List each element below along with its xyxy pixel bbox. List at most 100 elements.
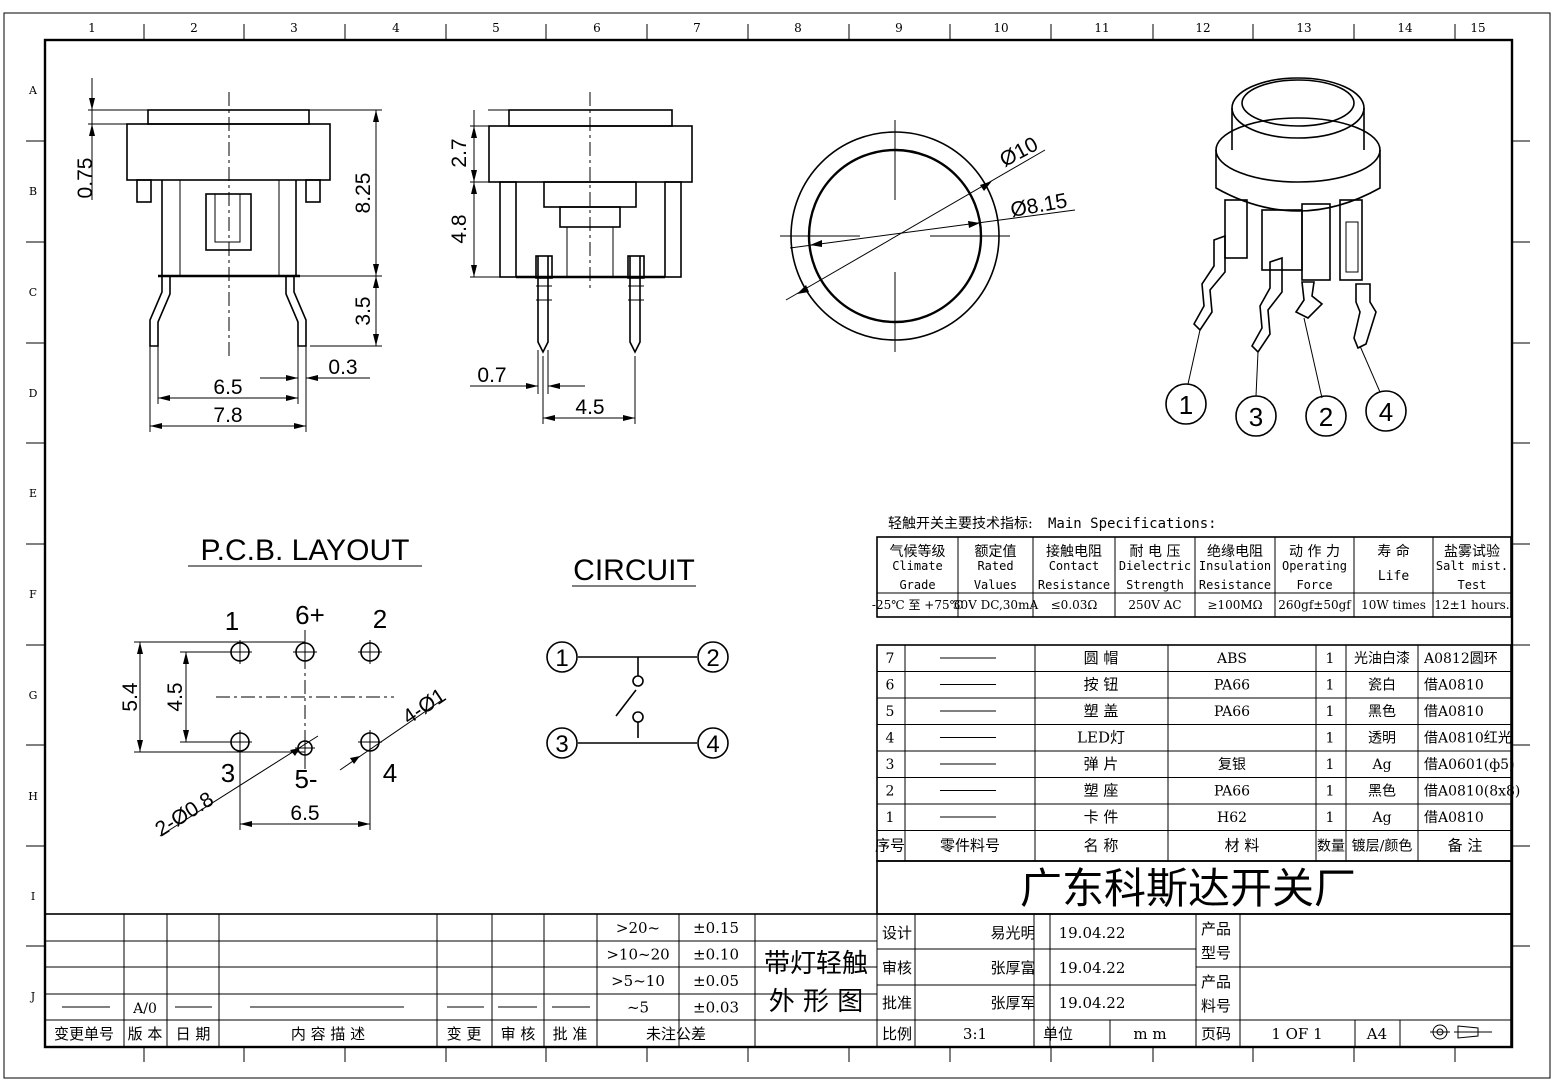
col-label-3: 3 [290,21,298,35]
tolerance-value: ±0.10 [693,946,739,964]
footer-version: 版 本 [128,1025,163,1043]
row-label-C: C [29,286,37,299]
spec-header-en2: Resistance [1038,578,1110,592]
dim-45-front: 4.5 [575,396,604,419]
pcb-pin-3: 3 [221,758,235,788]
col-label-11: 11 [1094,21,1109,35]
bom-qty: 1 [1326,810,1335,826]
tolerance-range: >5~10 [611,972,665,990]
tolerance-label: 未注公差 [646,1025,706,1043]
bom-header-name: 名 称 [1084,837,1119,855]
spec-header-cn: 耐 电 压 [1130,544,1181,560]
spec-header-cn: 接触电阻 [1046,543,1102,560]
dim-78: 7.8 [213,404,242,427]
bom-material: H62 [1217,810,1247,826]
circuit-pin-2: 2 [706,645,719,672]
title-block: >20~±0.15>10~20±0.10>5~10±0.05~5±0.03未注公… [44,913,1512,1048]
row-label-B: B [29,185,37,198]
dim-27: 2.7 [448,138,471,167]
row-label-H: H [28,790,38,803]
bom-no: 2 [886,784,895,800]
spec-header-cn: 气候等级 [890,543,946,560]
dim-dia815: Ø8.15 [1009,189,1069,222]
bom-header-qty: 数量 [1317,839,1345,855]
spec-header-en2: Resistance [1199,578,1271,592]
bom-qty: 1 [1326,678,1335,694]
dim-35: 3.5 [352,296,375,325]
bom-material: PA66 [1214,704,1250,720]
dim-65: 6.5 [213,376,242,399]
spec-table: 轻触开关主要技术指标: Main Specifications: 气候等级Cli… [872,516,1512,618]
scale-label: 比例 [882,1025,912,1043]
bom-note: 借A0810 [1424,704,1484,720]
bom-note: 借A0601(ф5) [1424,757,1515,773]
pcb-hole4: 4-Ø1 [399,684,451,729]
bom-note: 借A0810红光 [1424,731,1512,747]
scale-value: 3:1 [963,1025,987,1043]
col-label-8: 8 [794,21,802,35]
row-label-D: D [29,387,38,400]
spec-header-en: Life [1378,569,1409,584]
row-label-A: A [28,84,38,97]
bom-name: 塑 盖 [1084,702,1119,720]
bom-qty: 1 [1326,784,1335,800]
bom-note: 借A0810(8x8) [1424,784,1520,800]
spec-value: ≥100MΩ [1207,598,1262,612]
bom-name: 按 钮 [1084,676,1119,694]
bom-name: 塑 座 [1084,782,1119,800]
product-model-label: 产品 [1201,920,1231,938]
tolerance-range: ~5 [627,999,649,1017]
circuit-pin-1: 1 [555,645,568,672]
circuit-pin-3: 3 [555,731,568,758]
pcb-pin-6: 6+ [295,600,325,630]
col-label-12: 12 [1195,21,1210,35]
spec-title-cn: 轻触开关主要技术指标: [888,516,1033,532]
iso-pin-1: 1 [1179,390,1193,420]
sign-date: 19.04.22 [1059,994,1126,1012]
iso-pin-4: 4 [1379,397,1393,427]
page-value: 1 OF 1 [1271,1025,1322,1043]
sign-date: 19.04.22 [1059,924,1126,942]
bom-no: 7 [886,651,895,667]
bom-finish: Ag [1371,757,1391,773]
col-label-4: 4 [392,21,400,35]
bom-note: A0812圆环 [1423,651,1498,667]
spec-value: ≤0.03Ω [1051,598,1098,612]
col-label-14: 14 [1397,21,1413,35]
sign-name: 张厚富 [990,959,1035,977]
footer-change: 变 更 [447,1025,482,1043]
spec-header-cn: 额定值 [975,544,1017,560]
bom-qty: 1 [1326,651,1335,667]
bom-no: 3 [886,757,895,773]
circuit-pin-4: 4 [706,731,719,758]
pcb-dim-54: 5.4 [119,682,142,712]
dim-07: 0.7 [477,364,506,387]
front-view: 2.7 4.8 0.7 4.5 [448,92,693,424]
bom-no: 4 [886,731,895,747]
col-label-6: 6 [593,21,601,35]
spec-header-en2: Strength [1126,578,1184,592]
sign-role: 设计 [882,924,912,942]
tolerance-value: ±0.15 [693,919,739,937]
sign-name: 易光明 [990,924,1035,942]
bom-name: 圆 帽 [1084,649,1119,667]
spec-value: 30V DC,30mA [953,598,1039,612]
bom-material: 复银 [1218,756,1246,773]
row-label-F: F [29,588,37,601]
dim-48: 4.8 [448,214,471,243]
isometric-view: 1 3 2 4 [1165,77,1407,437]
iso-pin-3: 3 [1249,402,1263,432]
bom-finish: 黑色 [1368,783,1396,800]
bom-no: 6 [886,678,895,694]
bom-note: 借A0810 [1424,810,1484,826]
bom-header-note: 备 注 [1448,837,1483,855]
bom-note: 借A0810 [1424,678,1484,694]
bom-finish: 瓷白 [1368,678,1396,694]
bom-name: 弹 片 [1084,755,1119,773]
dim-03: 0.3 [328,356,357,379]
bom-name: LED灯 [1077,729,1125,747]
bom-qty: 1 [1326,731,1335,747]
footer-date: 日 期 [176,1025,211,1043]
